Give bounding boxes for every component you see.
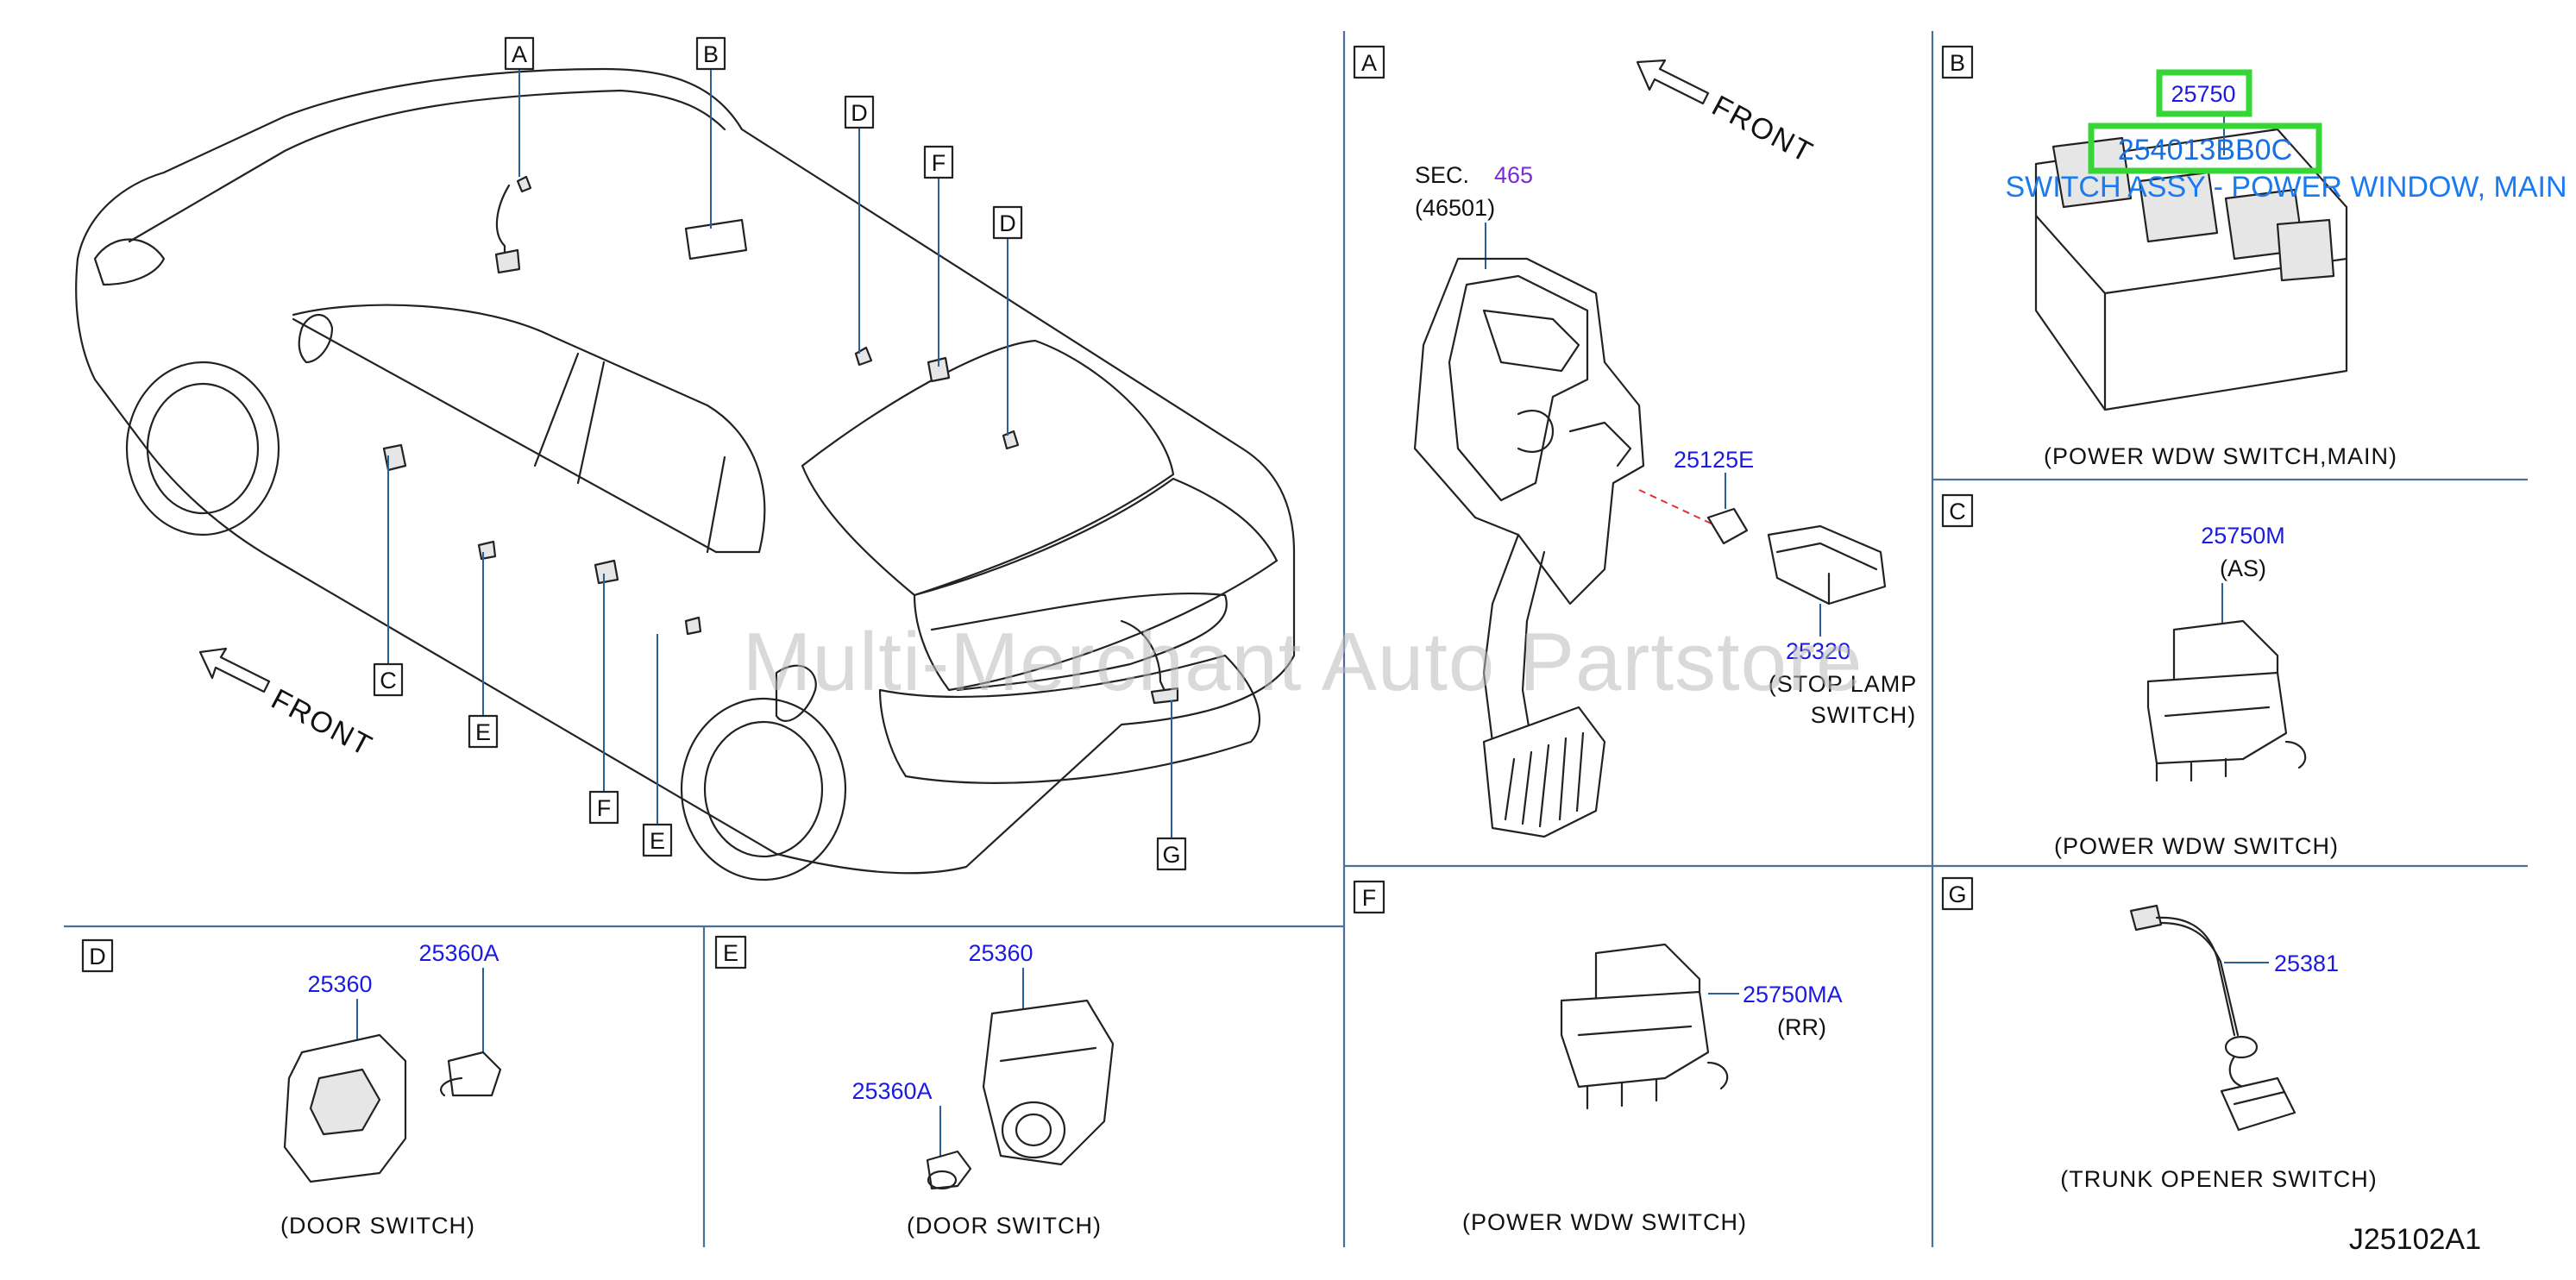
callout-box-e2 (642, 823, 673, 857)
callout-box-b (695, 36, 726, 71)
car-overview-drawing (75, 67, 1296, 882)
panel-d-letter: D (89, 944, 106, 969)
sec-ref: (46501) (1415, 195, 1495, 221)
caption-f: (POWER WDW SWITCH) (1462, 1209, 1747, 1235)
front-label-a: FRONT (1706, 90, 1819, 170)
callout-f1: F (932, 150, 946, 176)
part-25360a-e[interactable]: 25360A (851, 1078, 932, 1104)
panel-b-letter: B (1950, 50, 1965, 76)
part-25360-d[interactable]: 25360 (307, 971, 372, 997)
callout-f2: F (597, 795, 612, 821)
caption-c: (POWER WDW SWITCH) (2054, 833, 2339, 859)
callout-box-g (1156, 837, 1187, 871)
panel-b-letter-box (1941, 45, 1974, 79)
callout-c: C (380, 668, 397, 693)
callout-a: A (512, 41, 527, 67)
panel-grid (64, 31, 2528, 1247)
highlight-part-number[interactable]: 254013BB0C (2118, 134, 2292, 166)
part-25360-e[interactable]: 25360 (968, 940, 1033, 966)
power-window-switch-as-drawing (2146, 619, 2307, 782)
panel-e-letter: E (723, 940, 738, 966)
door-switch-e-drawing (926, 999, 1115, 1190)
callout-box-a (504, 36, 535, 71)
panel-a: A FRONT SEC. 465 (46501) 25125E (1353, 45, 1918, 838)
callout-d2: D (999, 210, 1016, 236)
panel-c: C 25750M (AS) (POWER WDW SWITCH) (1941, 493, 2339, 859)
watermark: Multi-Merchant Auto Partstore (743, 616, 1863, 708)
part-25750ma[interactable]: 25750MA (1743, 982, 1843, 1007)
main-window-switch-drawing (2034, 128, 2348, 411)
caption-a-line2: SWITCH) (1811, 702, 1916, 728)
callout-box-e1 (468, 714, 499, 749)
callout-e2: E (650, 828, 665, 854)
callout-b: B (703, 41, 719, 67)
caption-a-line1: (STOP LAMP (1769, 671, 1918, 697)
part-highlight-box (2088, 122, 2322, 174)
panel-g-letter: G (1948, 882, 1966, 907)
panel-a-letter-box (1353, 45, 1385, 79)
front-arrow-icon: FRONT (198, 647, 378, 763)
panel-e-letter-box (714, 935, 747, 969)
part-25360a-d[interactable]: 25360A (418, 940, 499, 966)
part-25750[interactable]: 25750 (2171, 81, 2235, 107)
callout-box-f1 (923, 145, 954, 179)
front-label-overview: FRONT (266, 683, 378, 763)
callout-d1: D (851, 100, 868, 126)
panel-f: F 25750MA (RR) (POWER WDW SWITCH) (1353, 880, 1843, 1235)
caption-g: (TRUNK OPENER SWITCH) (2060, 1166, 2378, 1192)
sec-number-link[interactable]: 465 (1494, 162, 1533, 188)
trunk-opener-switch-drawing (2129, 904, 2296, 1132)
callout-box-d1 (844, 95, 875, 129)
clip-25125e-drawing (1706, 507, 1749, 545)
door-switch-d-drawing (283, 1033, 502, 1183)
panel-c-letter-box (1941, 493, 1974, 528)
caption-e: (DOOR SWITCH) (907, 1213, 1102, 1239)
part-25750ma-sub: (RR) (1777, 1014, 1826, 1040)
part-25381[interactable]: 25381 (2274, 951, 2339, 976)
panel-d: D 25360 25360A (DOOR SWITCH) (81, 938, 502, 1239)
panel-g-letter-box (1941, 876, 1974, 911)
caption-b: (POWER WDW SWITCH,MAIN) (2044, 443, 2397, 469)
stop-lamp-switch-drawing (1767, 524, 1887, 605)
caption-d: (DOOR SWITCH) (280, 1213, 475, 1239)
callout-box-d2 (992, 205, 1023, 240)
brake-pedal-drawing (1413, 257, 1645, 838)
callout-box-c (373, 662, 404, 697)
highlight-part-description: SWITCH ASSY - POWER WINDOW, MAIN (2005, 171, 2567, 204)
panel-f-letter-box (1353, 880, 1385, 914)
diagram-code: J25102A1 (2349, 1223, 2481, 1256)
panel-g: G 25381 (TRUNK OPENER SWITCH) (1941, 876, 2378, 1192)
power-window-switch-rr-drawing (1560, 943, 1729, 1110)
panel-d-letter-box (81, 938, 114, 973)
part-25750-highlight (2156, 69, 2252, 117)
panel-e: E 25360 25360A (DOOR SWITCH) (714, 935, 1115, 1239)
callout-g: G (1162, 842, 1180, 868)
front-arrow-icon: FRONT (1636, 59, 1819, 170)
callout-box-f2 (588, 790, 619, 825)
panel-f-letter: F (1362, 885, 1377, 911)
callout-e1: E (475, 719, 491, 745)
panel-a-letter: A (1361, 50, 1377, 76)
part-25320[interactable]: 25320 (1786, 638, 1850, 664)
sec-prefix: SEC. (1415, 162, 1469, 188)
overview-callouts: A B C D D E E F F G (373, 36, 1187, 871)
panel-b: B 25750 254013BB0C SWITCH ASSY - POWER W… (1941, 45, 2567, 469)
part-25750m[interactable]: 25750M (2201, 523, 2285, 549)
part-25750m-sub: (AS) (2220, 555, 2266, 581)
panel-c-letter: C (1949, 499, 1966, 524)
part-25125e[interactable]: 25125E (1674, 447, 1754, 473)
